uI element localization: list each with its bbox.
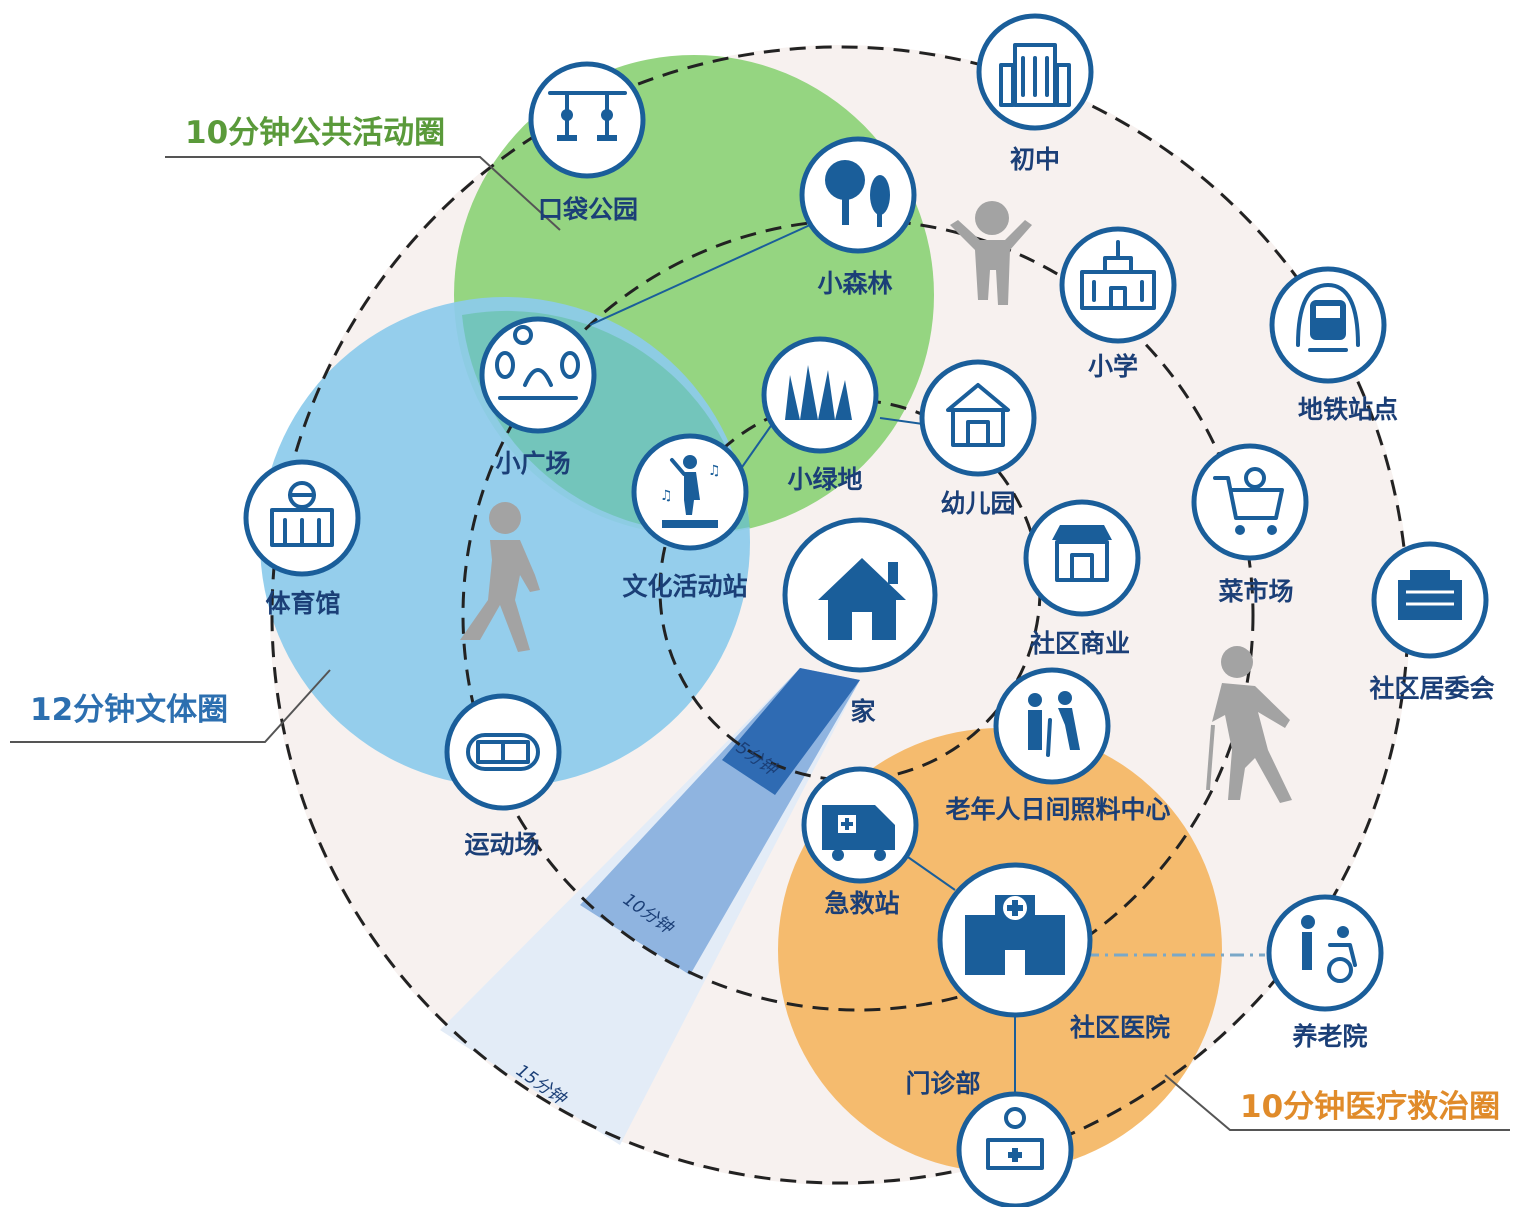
label-community-commerce: 社区商业 — [1030, 629, 1130, 658]
shop-icon — [1052, 525, 1112, 582]
label-community-hospital: 社区医院 — [1070, 1013, 1170, 1042]
node-nursing-home[interactable] — [1266, 894, 1384, 1012]
link-culture-green — [739, 419, 776, 471]
metro-train-icon — [1296, 283, 1360, 352]
callout-public-circle: 10分钟公共活动圈 — [185, 115, 445, 151]
label-pocket-park: 口袋公园 — [538, 195, 638, 224]
link-aid-hospital — [904, 854, 956, 891]
node-first-aid[interactable] — [801, 766, 919, 884]
house-icon — [818, 558, 906, 640]
shopping-cart-icon — [1213, 467, 1284, 535]
label-first-aid: 急救站 — [824, 889, 899, 918]
node-home[interactable] — [782, 517, 938, 673]
wheelchair-icon — [1301, 915, 1357, 983]
node-community-hospital[interactable] — [937, 862, 1093, 1018]
wedge-5min — [722, 668, 860, 795]
label-market: 菜市场 — [1217, 577, 1293, 606]
note-icon: ♫ — [660, 488, 673, 504]
stadium-icon — [466, 733, 540, 771]
basketball-gym-icon — [270, 481, 334, 547]
callout-culture-sports-circle: 12分钟文体圈 — [30, 692, 228, 728]
callout-medical-circle: 10分钟医疗救治圈 — [1240, 1089, 1500, 1125]
label-junior-high: 初中 — [1010, 145, 1060, 174]
school-building-icon — [999, 43, 1071, 107]
label-stadium: 运动场 — [464, 830, 539, 859]
node-small-green[interactable] — [761, 336, 879, 454]
note-icon: ♫ — [708, 463, 721, 479]
node-junior-high[interactable] — [976, 13, 1094, 131]
pedestrian-child-icon — [950, 201, 1032, 305]
doctor-desk-icon — [986, 1107, 1044, 1170]
link-square-forest — [589, 224, 811, 326]
node-gym[interactable] — [243, 459, 361, 577]
callout-line-medical — [1164, 1074, 1510, 1131]
kindergarten-icon — [946, 383, 1010, 447]
school-icon — [1080, 240, 1156, 310]
node-small-forest[interactable] — [799, 136, 917, 254]
label-outpatient: 门诊部 — [905, 1069, 980, 1098]
node-culture-station[interactable]: ♫ ♫ — [631, 433, 749, 551]
label-elderly-center: 老年人日间照料中心 — [945, 795, 1170, 824]
label-small-square: 小广场 — [495, 449, 570, 478]
tree-icon — [825, 160, 890, 227]
label-primary-school: 小学 — [1088, 352, 1138, 381]
callout-line-culture — [10, 669, 331, 743]
node-committee[interactable] — [1371, 541, 1489, 659]
node-kindergarten[interactable] — [919, 359, 1037, 477]
node-outpatient[interactable] — [956, 1091, 1074, 1209]
dancer-icon: ♫ ♫ — [660, 455, 721, 528]
ambulance-icon — [822, 805, 895, 861]
label-gym: 体育馆 — [265, 589, 340, 618]
pedestrian-elder-icon — [1206, 646, 1292, 803]
node-market[interactable] — [1191, 443, 1309, 561]
office-building-icon — [1398, 570, 1462, 620]
pedestrian-walker-icon — [460, 502, 540, 652]
label-culture-station: 文化活动站 — [622, 572, 747, 601]
label-small-green: 小绿地 — [787, 465, 862, 494]
elderly-couple-icon — [1028, 691, 1080, 757]
label-committee: 社区居委会 — [1369, 674, 1494, 703]
node-primary-school[interactable] — [1059, 226, 1177, 344]
swing-icon — [548, 91, 627, 141]
node-stadium[interactable] — [444, 693, 562, 811]
hospital-icon — [965, 895, 1065, 975]
label-nursing-home: 养老院 — [1291, 1022, 1367, 1051]
node-metro[interactable] — [1269, 266, 1387, 384]
label-small-forest: 小森林 — [817, 269, 892, 298]
node-community-commerce[interactable] — [1023, 499, 1141, 617]
label-kindergarten: 幼儿园 — [940, 489, 1015, 518]
label-metro: 地铁站点 — [1298, 395, 1398, 424]
callout-line-public — [165, 156, 561, 231]
grass-icon — [785, 365, 852, 420]
label-home: 家 — [850, 697, 875, 726]
node-pocket-park[interactable] — [528, 61, 646, 179]
node-small-square[interactable] — [479, 316, 597, 434]
fountain-icon — [495, 325, 580, 400]
node-elderly-center[interactable] — [993, 667, 1111, 785]
